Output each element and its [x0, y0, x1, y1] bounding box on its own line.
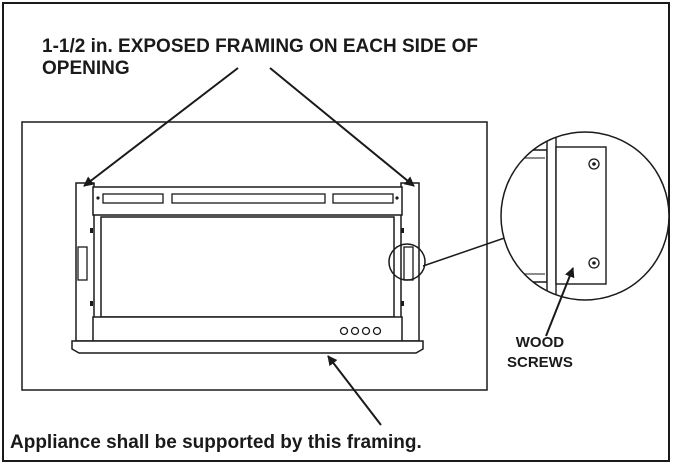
wall-outline [21, 121, 488, 391]
framing-callout-line2: OPENING [42, 58, 130, 79]
insert-glass-panel [100, 216, 395, 318]
arrow-framing-right [269, 67, 415, 187]
bottom-support-framing [71, 340, 424, 354]
bracket-left [77, 246, 88, 281]
control-button-3 [361, 326, 371, 336]
bracket-right-clip-bottom [401, 301, 404, 306]
control-button-4 [372, 326, 382, 336]
arrow-framing-left [83, 67, 239, 187]
vent-slot-center [171, 193, 326, 204]
bracket-left-clip-top [90, 228, 93, 233]
wood-screws-callout: WOOD SCREWS [507, 333, 573, 373]
control-button-2 [350, 326, 360, 336]
wood-label: WOOD [515, 334, 565, 351]
framing-callout-line1: 1-1/2 in. EXPOSED FRAMING ON EACH SIDE O… [42, 36, 479, 57]
detail-callout-circle [388, 243, 426, 281]
arrow-wood-screws [545, 267, 575, 337]
trim-screw-left [96, 196, 100, 200]
arrow-bottom-support [327, 355, 382, 426]
trim-screw-right [395, 196, 399, 200]
vent-slot-right [332, 193, 394, 204]
framing-callout: 1-1/2 in. EXPOSED FRAMING ON EACH SIDE O… [42, 36, 478, 80]
insert-control-panel [92, 316, 403, 342]
screws-label: SCREWS [507, 354, 573, 371]
support-note: Appliance shall be supported by this fra… [10, 432, 422, 453]
vent-slot-left [102, 193, 164, 204]
control-button-1 [339, 326, 349, 336]
magnified-detail-outline [500, 131, 670, 301]
bracket-left-clip-bottom [90, 301, 93, 306]
bracket-right-clip-top [401, 228, 404, 233]
bracket-right [403, 246, 414, 281]
